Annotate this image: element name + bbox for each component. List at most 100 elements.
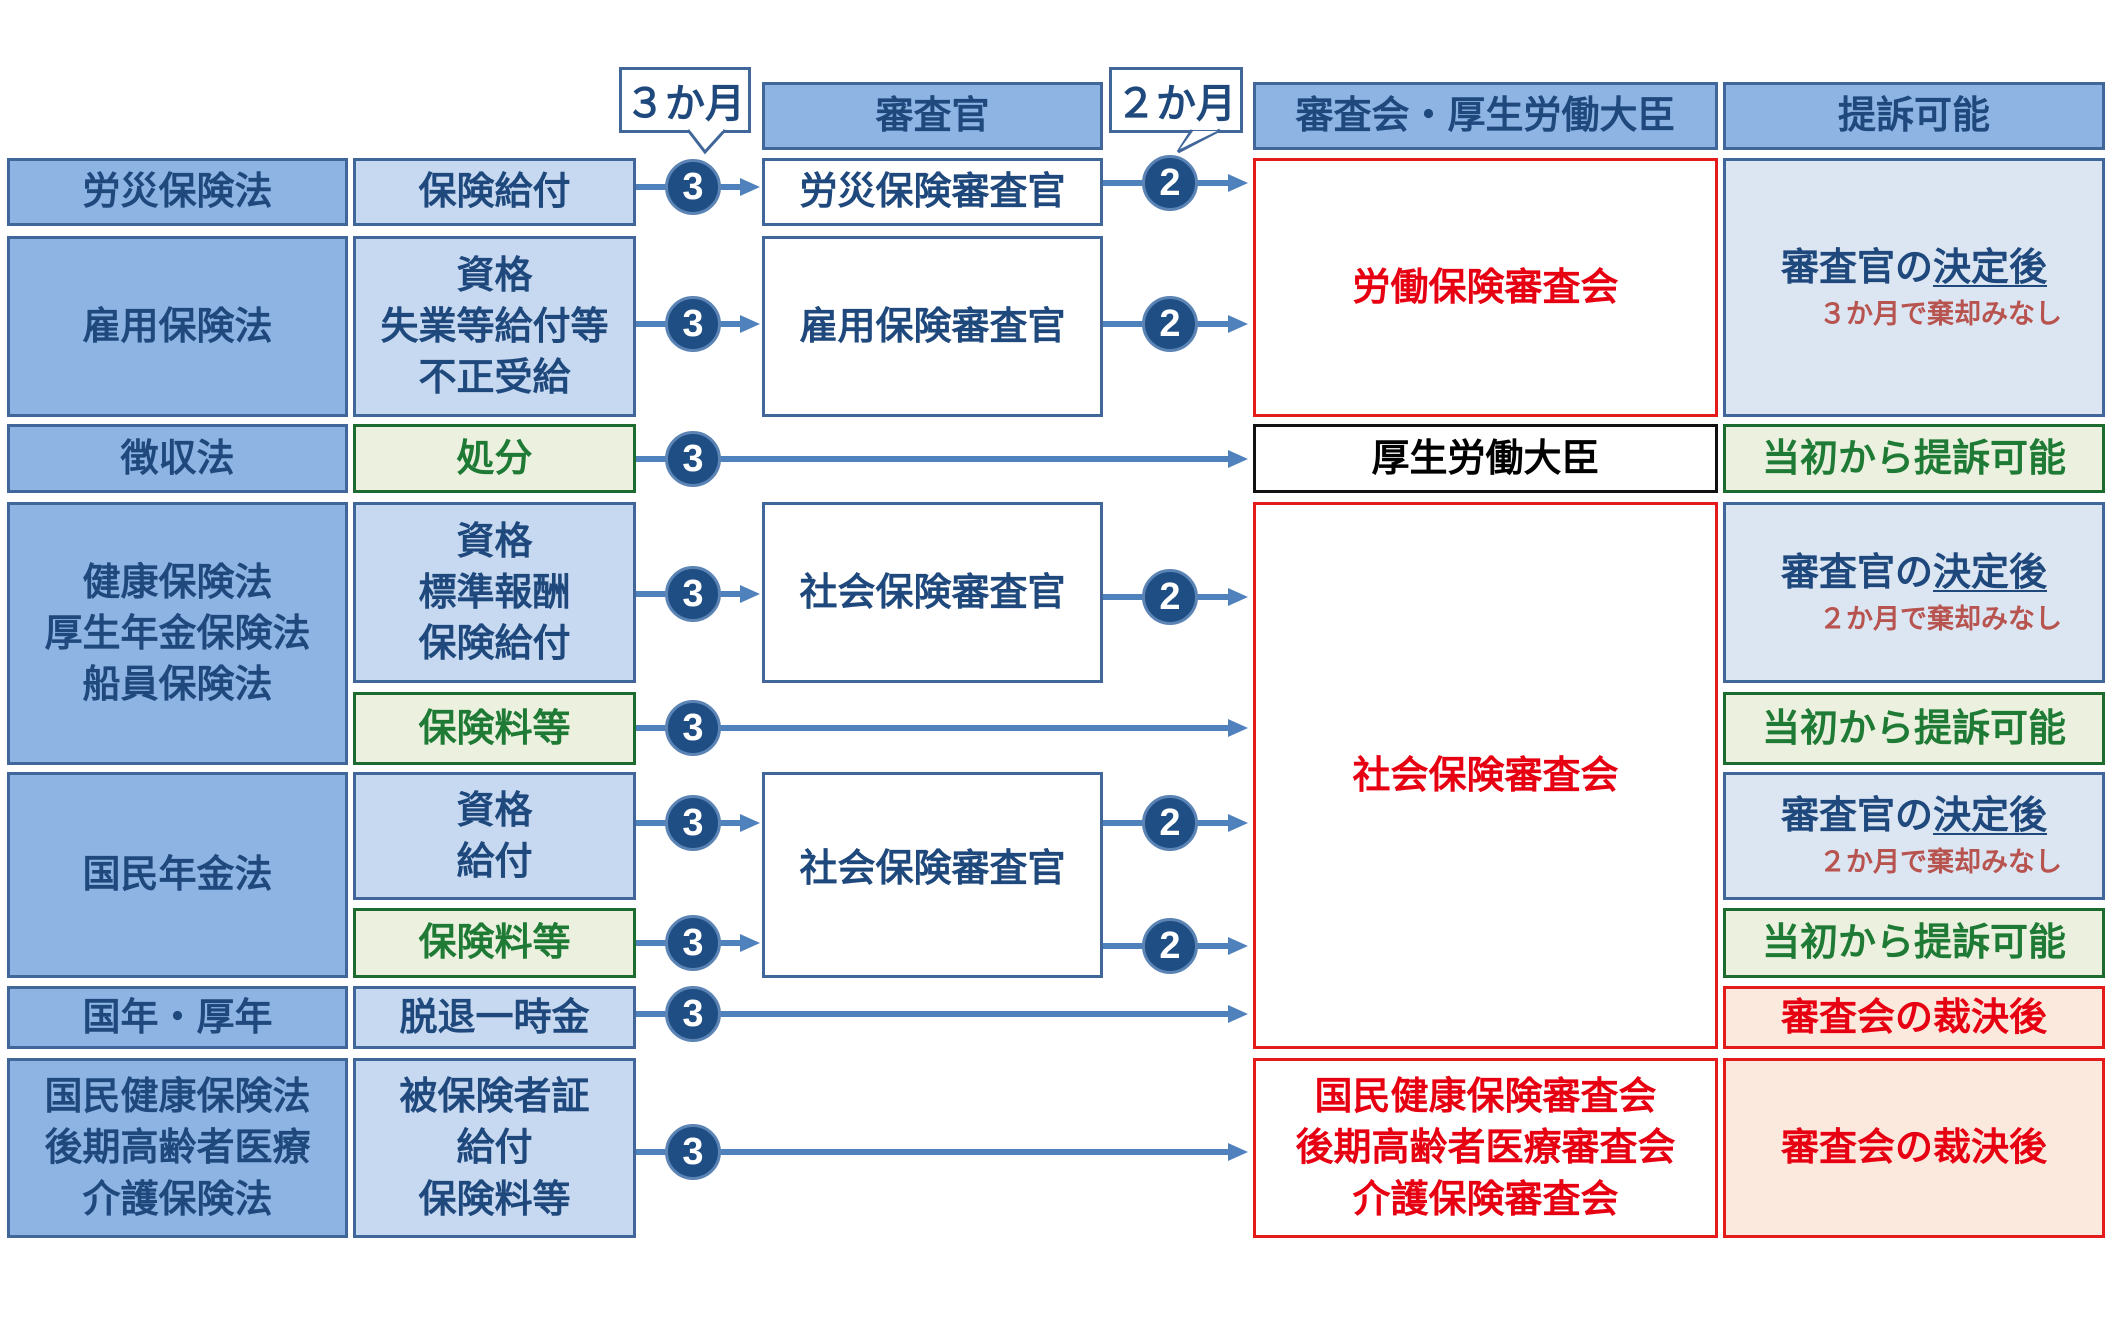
header-examiner-label: 審査官 bbox=[875, 93, 990, 138]
arrowhead bbox=[1228, 1005, 1248, 1023]
step-number: 3 bbox=[682, 992, 704, 1035]
subject-label: 保険料等 bbox=[418, 920, 571, 965]
callout-3-months-tail bbox=[686, 128, 727, 155]
callout-3-months-label: ３か月 bbox=[625, 81, 745, 127]
lawsuit-from-start: 当初から提訴可能 bbox=[1723, 424, 2105, 493]
step-number: 3 bbox=[682, 1130, 704, 1173]
subject-label: 保険料等 bbox=[418, 705, 571, 750]
examiner-cell: 労災保険審査官 bbox=[762, 158, 1103, 226]
council-label: 後期高齢者医療審査会 bbox=[1295, 1125, 1676, 1170]
header-council-label: 審査会・厚生労働大臣 bbox=[1295, 93, 1676, 138]
subject-cell-green: 処分 bbox=[353, 424, 636, 493]
arrowhead bbox=[740, 315, 760, 333]
header-council: 審査会・厚生労働大臣 bbox=[1253, 82, 1718, 150]
lawsuit-note: ２か月で棄却みなし bbox=[1819, 603, 2062, 635]
lawsuit-main-text: 審査官の決定後 bbox=[1781, 790, 2047, 841]
subject-label: 資格 bbox=[456, 518, 533, 563]
lawsuit-label: 審査会の裁決後 bbox=[1780, 1125, 2047, 1170]
subject-cell: 保険給付 bbox=[353, 158, 636, 226]
step-3-marker: 3 bbox=[665, 431, 721, 487]
lawsuit-underlined: 決定後 bbox=[1933, 244, 2048, 289]
lawsuit-note: ２か月で棄却みなし bbox=[1819, 847, 2062, 879]
council-health-group: 国民健康保険審査会 後期高齢者医療審査会 介護保険審査会 bbox=[1253, 1058, 1718, 1238]
arrowhead bbox=[1228, 174, 1248, 192]
callout-2-months-label: ２か月 bbox=[1116, 81, 1236, 127]
law-cell-kokunen: 国民年金法 bbox=[7, 772, 348, 978]
council-label: 介護保険審査会 bbox=[1352, 1176, 1619, 1221]
arrowhead bbox=[1228, 1143, 1248, 1161]
examiner-label: 雇用保険審査官 bbox=[799, 303, 1066, 348]
subject-label: 給付 bbox=[456, 839, 533, 883]
step-number: 2 bbox=[1159, 302, 1181, 345]
law-cell-koyou: 雇用保険法 bbox=[7, 236, 348, 417]
callout-3-months: ３か月 bbox=[619, 67, 751, 133]
subject-label: 保険給付 bbox=[418, 169, 571, 214]
subject-cell: 脱退一時金 bbox=[353, 986, 636, 1049]
lawsuit-note: ３か月で棄却みなし bbox=[1819, 298, 2062, 330]
step-number: 3 bbox=[682, 706, 704, 749]
council-label: 国民健康保険審査会 bbox=[1314, 1074, 1657, 1119]
subject-label: 資格 bbox=[456, 252, 533, 297]
subject-cell: 資格 標準報酬 保険給付 bbox=[353, 502, 636, 683]
step-3-marker: 3 bbox=[665, 986, 721, 1042]
callout-2-months: ２か月 bbox=[1109, 67, 1243, 133]
subject-label: 脱退一時金 bbox=[399, 994, 590, 1039]
step-number: 3 bbox=[682, 165, 704, 208]
examiner-cell: 社会保険審査官 bbox=[762, 502, 1103, 683]
arrowhead bbox=[1228, 719, 1248, 737]
arrowhead bbox=[1228, 450, 1248, 468]
header-lawsuit: 提訴可能 bbox=[1723, 82, 2105, 150]
step-2-marker: 2 bbox=[1142, 155, 1198, 211]
arrowhead bbox=[1228, 588, 1248, 606]
council-labor-insurance: 労働保険審査会 bbox=[1253, 158, 1718, 417]
step-number: 3 bbox=[682, 302, 704, 345]
subject-label: 処分 bbox=[456, 435, 533, 480]
step-2-marker: 2 bbox=[1142, 918, 1198, 974]
council-label: 厚生労働大臣 bbox=[1371, 435, 1600, 480]
examiner-label: 社会保険審査官 bbox=[799, 846, 1066, 890]
council-social-insurance: 社会保険審査会 bbox=[1253, 502, 1718, 1049]
lawsuit-after-decision: 審査官の決定後 ３か月で棄却みなし bbox=[1723, 158, 2105, 417]
step-2-marker: 2 bbox=[1142, 795, 1198, 851]
subject-label: 被保険者証 bbox=[399, 1074, 590, 1119]
arrowhead bbox=[1228, 315, 1248, 333]
law-label: 国年・厚年 bbox=[82, 994, 273, 1039]
subject-cell: 被保険者証 給付 保険料等 bbox=[353, 1058, 636, 1238]
step-number: 2 bbox=[1159, 924, 1181, 967]
lawsuit-from-start: 当初から提訴可能 bbox=[1723, 692, 2105, 765]
examiner-label: 労災保険審査官 bbox=[799, 169, 1066, 214]
header-lawsuit-label: 提訴可能 bbox=[1837, 93, 1990, 138]
subject-label: 給付 bbox=[456, 1125, 533, 1170]
arrowhead bbox=[740, 585, 760, 603]
subject-cell-green: 保険料等 bbox=[353, 908, 636, 978]
step-3-marker: 3 bbox=[665, 296, 721, 352]
subject-cell: 資格 失業等給付等 不正受給 bbox=[353, 236, 636, 417]
lawsuit-main-text: 審査官の決定後 bbox=[1781, 242, 2047, 293]
law-label: 労災保険法 bbox=[82, 169, 273, 214]
step-number: 2 bbox=[1159, 575, 1181, 618]
step-3-marker: 3 bbox=[665, 700, 721, 756]
step-3-marker: 3 bbox=[665, 1124, 721, 1180]
law-label: 船員保険法 bbox=[82, 662, 273, 707]
step-number: 3 bbox=[682, 572, 704, 615]
law-label: 雇用保険法 bbox=[82, 303, 273, 348]
lawsuit-underlined: 決定後 bbox=[1933, 793, 2048, 838]
subject-label: 標準報酬 bbox=[418, 569, 571, 614]
arrowhead bbox=[1228, 937, 1248, 955]
lawsuit-after-decision: 審査官の決定後 ２か月で棄却みなし bbox=[1723, 772, 2105, 900]
subject-label: 保険料等 bbox=[418, 1176, 571, 1221]
law-cell-kokuho-group: 国民健康保険法 後期高齢者医療 介護保険法 bbox=[7, 1058, 348, 1238]
law-label: 国民健康保険法 bbox=[44, 1074, 311, 1119]
subject-cell: 資格 給付 bbox=[353, 772, 636, 900]
law-label: 厚生年金保険法 bbox=[44, 610, 311, 655]
lawsuit-underlined: 決定後 bbox=[1933, 549, 2048, 594]
subject-label: 保険給付 bbox=[418, 621, 571, 666]
lawsuit-label: 当初から提訴可能 bbox=[1761, 435, 2066, 480]
law-cell-choushu: 徴収法 bbox=[7, 424, 348, 493]
step-number: 3 bbox=[682, 921, 704, 964]
step-number: 2 bbox=[1159, 161, 1181, 204]
law-label: 国民年金法 bbox=[82, 852, 273, 897]
step-3-marker: 3 bbox=[665, 566, 721, 622]
lawsuit-after-decision: 審査官の決定後 ２か月で棄却みなし bbox=[1723, 502, 2105, 683]
step-number: 3 bbox=[682, 801, 704, 844]
